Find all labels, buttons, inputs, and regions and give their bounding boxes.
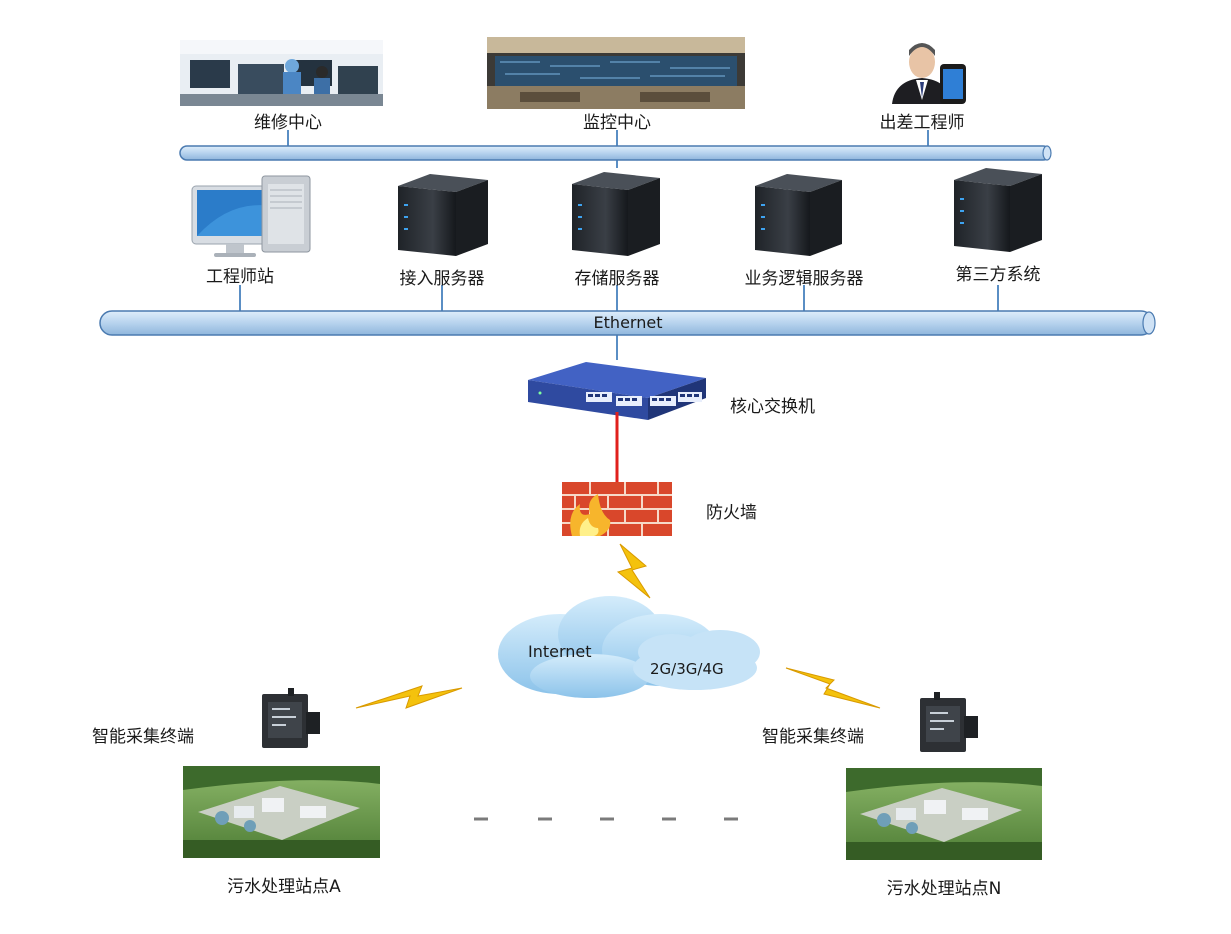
workstation-icon <box>191 175 311 257</box>
core-switch-icon <box>528 362 706 420</box>
mobile-network-label: 2G/3G/4G <box>650 660 724 678</box>
traveling-engineer-label: 出差工程师 <box>879 113 965 133</box>
core-switch-label: 核心交换机 <box>730 397 815 417</box>
third-party-server-icon <box>954 168 1042 252</box>
ethernet-label: Ethernet <box>593 313 663 332</box>
right-terminal-icon <box>920 692 978 752</box>
storage-server-label: 存储服务器 <box>574 269 660 289</box>
access-server-label: 接入服务器 <box>399 269 485 289</box>
firewall-icon <box>562 482 672 536</box>
left-terminal-icon <box>262 688 320 748</box>
maintenance-center-photo <box>180 40 383 106</box>
site-a-photo <box>183 766 380 858</box>
left-terminal-label: 智能采集终端 <box>92 727 194 747</box>
server-links <box>239 285 999 360</box>
logic-server-icon <box>755 174 842 256</box>
site-n-label: 污水处理站点N <box>886 879 1002 899</box>
third-party-system-label: 第三方系统 <box>955 265 1041 285</box>
internet-label: Internet <box>528 642 592 661</box>
firewall-label: 防火墙 <box>706 503 757 523</box>
monitor-center-photo <box>487 37 745 109</box>
right-terminal-label: 智能采集终端 <box>762 727 864 747</box>
storage-server-icon <box>572 172 660 256</box>
maintenance-center-label: 维修中心 <box>254 113 322 133</box>
site-a-label: 污水处理站点A <box>227 877 341 897</box>
traveling-engineer-icon <box>892 43 966 104</box>
ethernet-bus <box>99 310 1156 336</box>
access-server-icon <box>398 174 488 256</box>
monitor-center-label: 监控中心 <box>583 113 651 133</box>
lightning-bolts <box>355 543 881 709</box>
site-n-photo <box>846 768 1042 860</box>
logic-server-label: 业务逻辑服务器 <box>744 269 864 289</box>
upper-bus <box>179 145 1052 161</box>
engineer-station-label: 工程师站 <box>206 267 274 287</box>
internet-cloud <box>498 596 760 698</box>
